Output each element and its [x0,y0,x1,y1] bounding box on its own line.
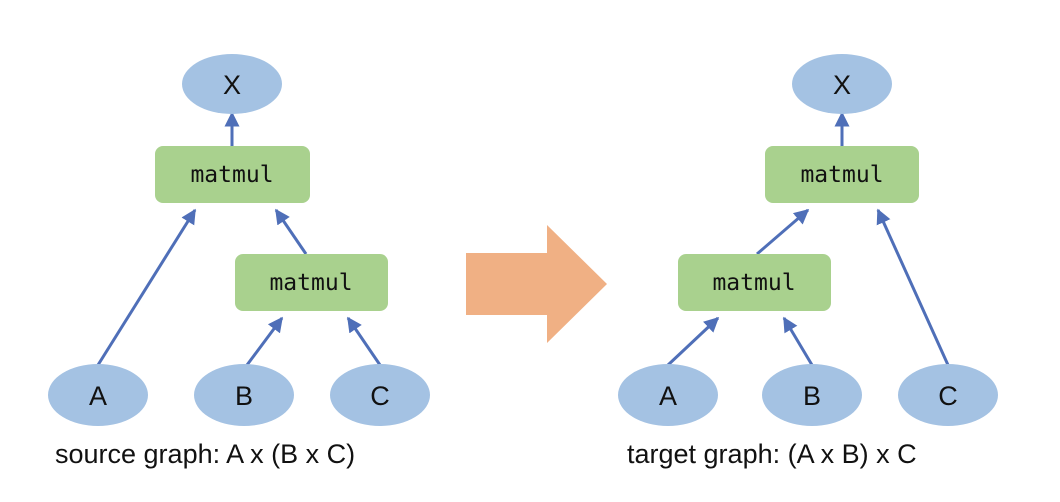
source-inner-matmul-label: matmul [269,270,352,296]
edge-b-to-inner-matmul [245,316,284,366]
target-input-label-a: A [659,381,677,411]
target-inner-matmul-label: matmul [712,270,795,296]
target-inner-matmul-node [678,254,831,311]
target-top-matmul-label: matmul [800,162,883,188]
source-input-label-a: A [89,381,107,411]
edge-inner-matmul-to-top-matmul [274,208,308,255]
target-output-label: X [833,70,851,100]
source-graph: X matmul matmul A B C source graph: A x … [48,54,430,469]
transform-arrow [466,225,607,343]
source-input-label-b: B [235,381,253,411]
source-inner-matmul-node [235,254,388,311]
source-input-node-b [194,364,294,426]
edge-c-to-top-matmul-target [876,208,950,366]
target-input-node-c [898,364,998,426]
target-top-matmul-node [765,146,919,203]
source-top-matmul-label: matmul [190,162,273,188]
target-input-label-b: B [803,381,821,411]
target-input-label-c: C [938,381,958,411]
source-output-node-x [182,54,282,114]
edge-b-to-inner-matmul-target [782,316,814,366]
edge-a-to-top-matmul [96,208,197,366]
target-input-node-a [618,364,718,426]
target-graph: X matmul matmul A B C target graph: (A x… [618,54,998,469]
edge-c-to-inner-matmul [346,316,382,366]
source-input-label-c: C [370,381,390,411]
source-output-label: X [223,70,241,100]
source-input-node-a [48,364,148,426]
target-input-node-b [762,364,862,426]
edge-inner-matmul-to-top-matmul-target [756,208,810,256]
edge-a-to-inner-matmul-target [666,316,720,367]
source-graph-caption: source graph: A x (B x C) [55,439,355,469]
target-output-node-x [792,54,892,114]
target-graph-caption: target graph: (A x B) x C [627,439,917,469]
source-top-matmul-node [155,146,310,203]
source-input-node-c [330,364,430,426]
